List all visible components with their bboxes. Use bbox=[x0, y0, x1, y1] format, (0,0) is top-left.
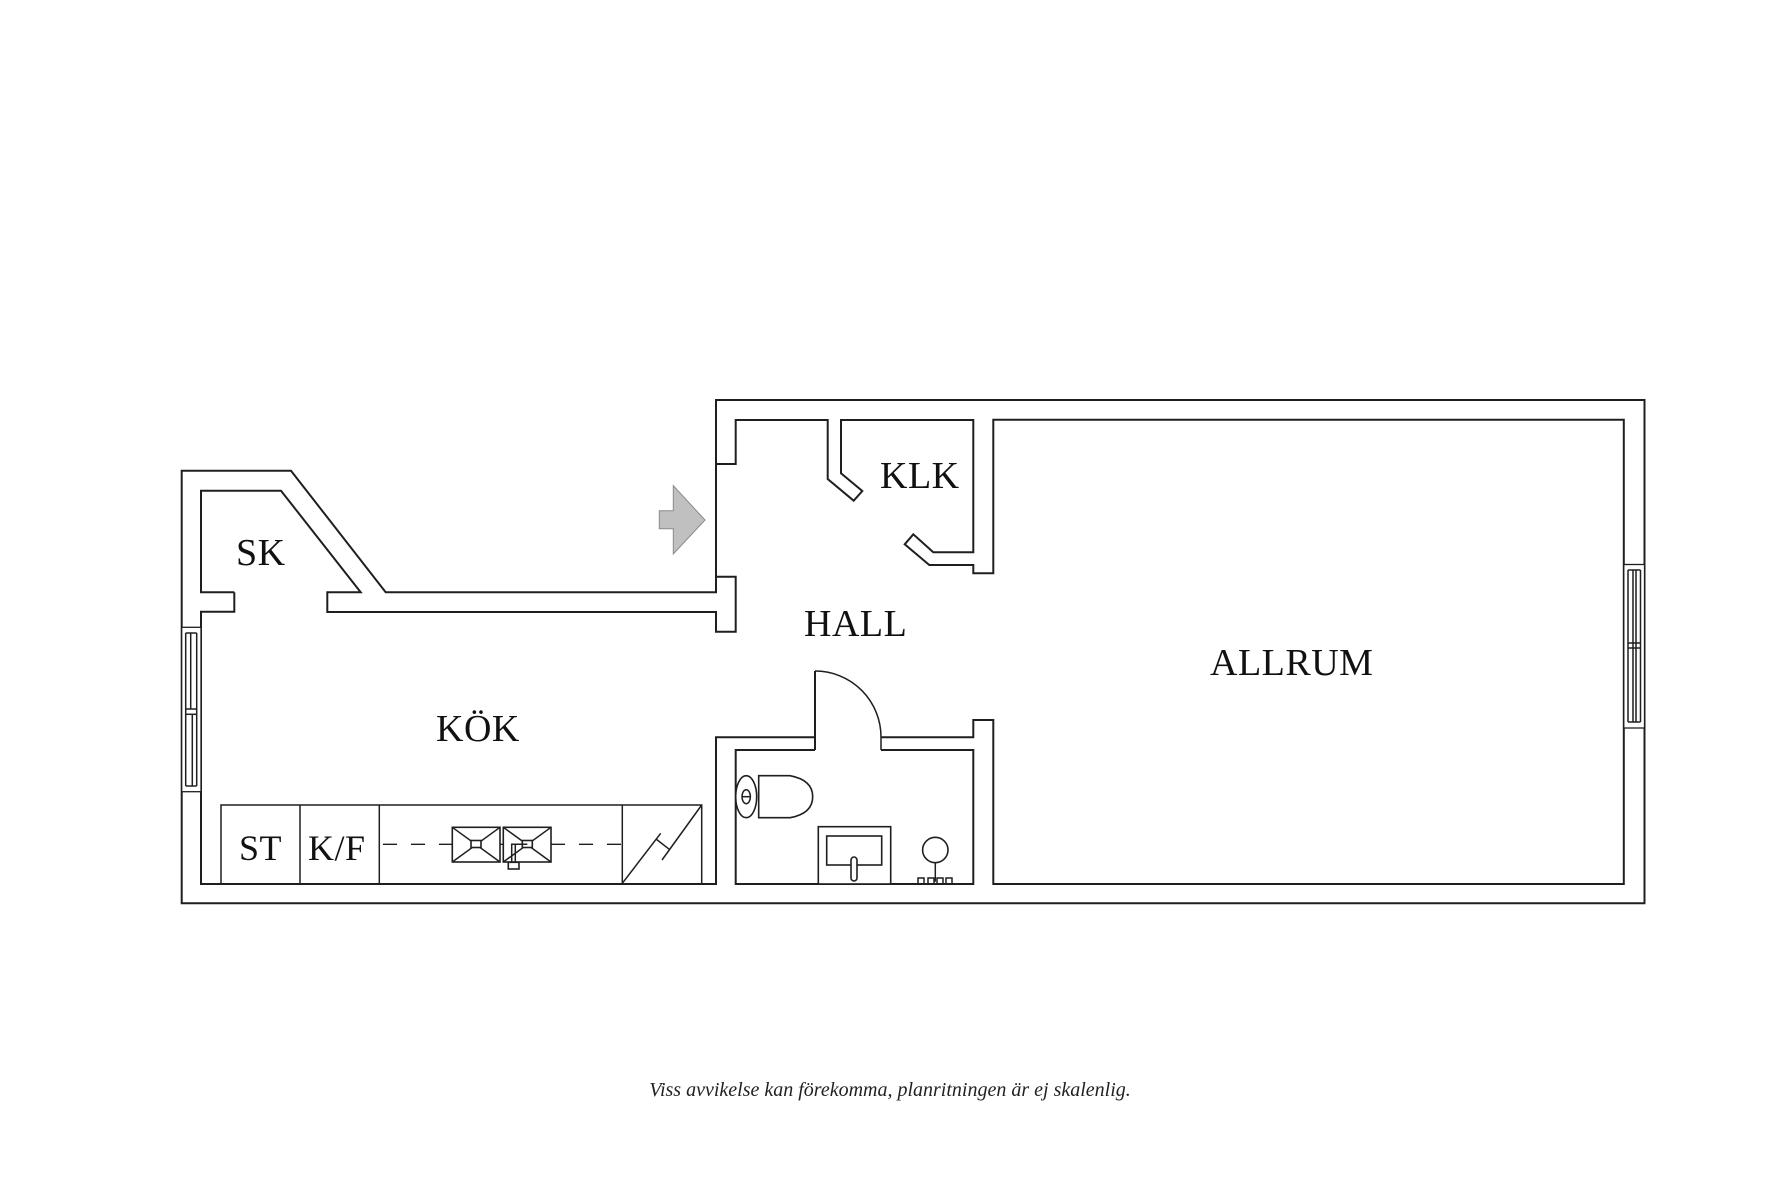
bathroom-door-swing-arc bbox=[814, 670, 882, 750]
kitchen-sink-icon bbox=[451, 826, 552, 870]
kitchen-window bbox=[181, 626, 202, 793]
bathroom-top-wall-right bbox=[716, 418, 1625, 885]
room-label-allrum: ALLRUM bbox=[1210, 642, 1374, 684]
disclaimer-caption: Viss avvikelse kan förekomma, planritnin… bbox=[649, 1079, 1131, 1101]
room-label-kok: KÖK bbox=[436, 708, 520, 750]
room-label-hall: HALL bbox=[804, 603, 908, 645]
shower-icon bbox=[917, 836, 953, 885]
interior-walls bbox=[200, 592, 815, 885]
room-label-klk: KLK bbox=[880, 455, 960, 497]
fixture-label-stove: ST bbox=[239, 828, 283, 868]
electric-cabinet-icon bbox=[621, 804, 703, 884]
entrance-arrow-icon bbox=[658, 484, 706, 556]
fixture-label-fridge-freezer: K/F bbox=[308, 828, 366, 868]
room-label-sk: SK bbox=[236, 532, 286, 574]
washbasin-icon bbox=[817, 825, 892, 885]
sk-wall bbox=[200, 489, 737, 633]
toilet-icon bbox=[734, 774, 814, 819]
allrum-window bbox=[1623, 563, 1646, 729]
exterior-wall bbox=[180, 399, 1646, 905]
